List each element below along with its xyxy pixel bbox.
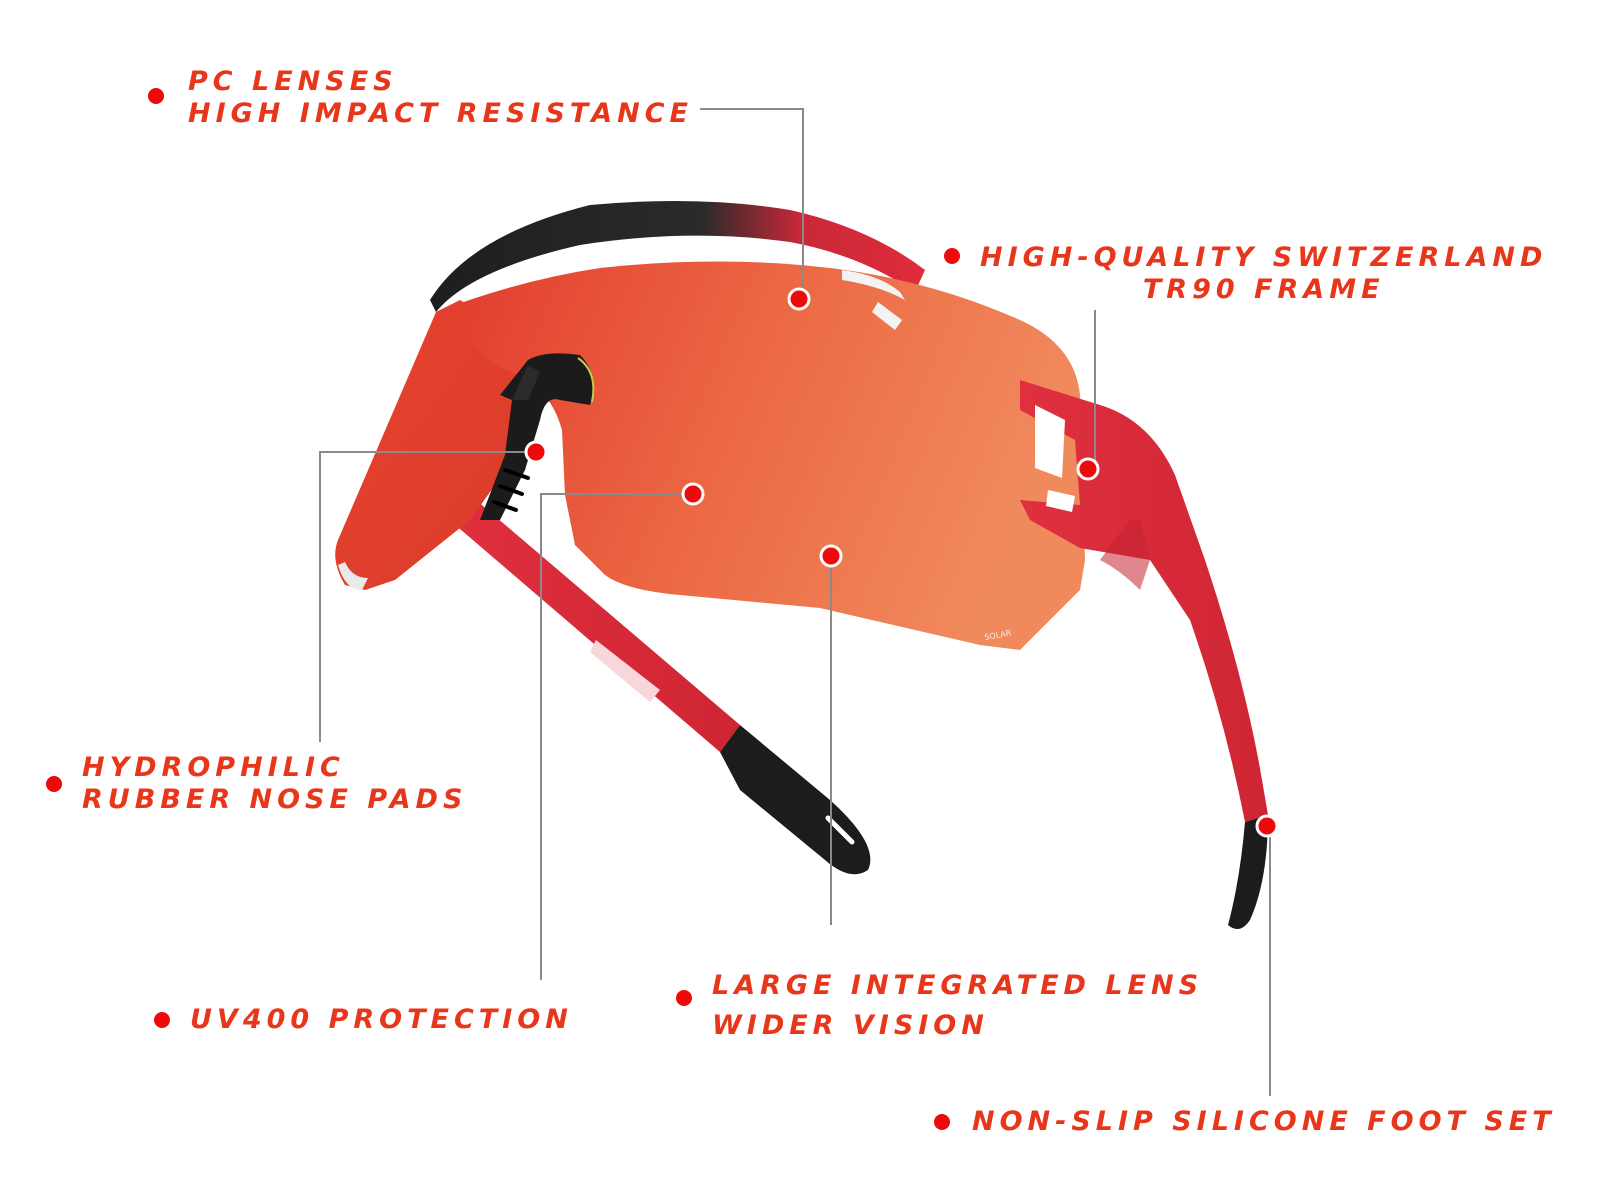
main-lens (436, 261, 1085, 650)
feature-nose-pads-line2: RUBBER NOSE PADS (82, 784, 468, 815)
feature-tr90-frame-line1: HIGH-QUALITY SWITZERLAND (980, 242, 1548, 273)
bullet-foot-set (934, 1114, 950, 1130)
hotspot-foot-set (1255, 814, 1279, 838)
feature-nose-pads-line1: HYDROPHILIC (82, 752, 345, 783)
feature-large-lens-line2: WIDER VISION (712, 1010, 989, 1041)
feature-pc-lenses-line1: PC LENSES (188, 66, 398, 97)
right-frame-and-arm (1020, 380, 1268, 929)
nose-pads-leader (319, 451, 536, 742)
right-foot-set (1228, 815, 1268, 929)
hotspot-tr90-frame (1076, 457, 1100, 481)
feature-large-lens-line1: LARGE INTEGRATED LENS (712, 970, 1204, 1001)
lens-side-shield (335, 300, 560, 590)
feature-pc-lenses-line2: HIGH IMPACT RESISTANCE (188, 98, 693, 129)
feature-foot-set-line1: NON-SLIP SILICONE FOOT SET (972, 1106, 1556, 1137)
feature-foot-set: NON-SLIP SILICONE FOOT SET (972, 1106, 1556, 1138)
hotspot-nose-pads (524, 440, 548, 464)
bullet-pc-lenses (148, 88, 164, 104)
bullet-uv400 (154, 1012, 170, 1028)
feature-uv400-line1: UV400 PROTECTION (190, 1004, 573, 1035)
uv400-leader (540, 493, 690, 980)
feature-large-lens: LARGE INTEGRATED LENS WIDER VISION (712, 966, 1203, 1046)
leader-lines (319, 108, 1271, 1096)
nose-pad (480, 353, 595, 520)
feature-uv400: UV400 PROTECTION (190, 1004, 573, 1036)
hotspots (524, 287, 1279, 838)
pc-lenses-leader (700, 108, 804, 296)
hotspot-large-lens (819, 544, 843, 568)
feature-tr90-frame-line2: TR90 FRAME (1142, 274, 1385, 305)
feature-tr90-frame: HIGH-QUALITY SWITZERLAND TR90 FRAME (980, 242, 1547, 306)
bullet-large-lens (676, 990, 692, 1006)
bullet-tr90-frame (944, 248, 960, 264)
bullet-nose-pads (46, 776, 62, 792)
brow-bar (430, 201, 925, 312)
feature-pc-lenses: PC LENSES HIGH IMPACT RESISTANCE (188, 66, 693, 130)
feature-nose-pads: HYDROPHILIC RUBBER NOSE PADS (82, 752, 467, 816)
left-foot-set (720, 725, 871, 875)
left-temple-arm (432, 488, 871, 875)
hotspot-uv400 (681, 482, 705, 506)
hotspot-pc-lenses (787, 287, 811, 311)
